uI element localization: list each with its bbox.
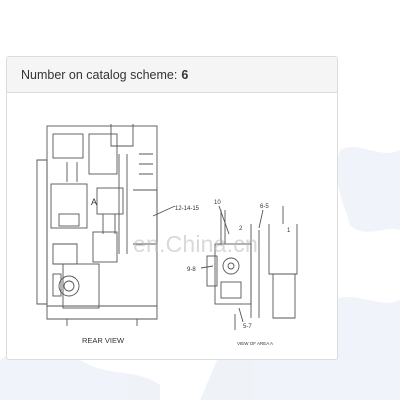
watermark-text: en.China.cn (133, 231, 258, 257)
callout-9-8: 9-8 (187, 267, 196, 273)
engine-block (46, 125, 158, 307)
panel-heading: Number on catalog scheme: 6 (7, 57, 337, 93)
scheme-number-label: Number on catalog scheme: (21, 67, 178, 82)
callout-5-7: 5-7 (243, 324, 252, 330)
callout-a: A (91, 197, 97, 207)
view-of-area-label: VIEW OF AREA A (237, 341, 273, 346)
callout-12-14-15: 12-14-15 (175, 206, 200, 212)
callout-6-5: 6-5 (260, 204, 269, 210)
catalog-scheme-panel: Number on catalog scheme: 6 (6, 56, 338, 360)
callout-10: 10 (214, 200, 221, 206)
rear-view-label: REAR VIEW (82, 336, 125, 345)
scheme-number-value: 6 (181, 67, 189, 82)
engine-parts-diagram: A 12-14-15 10 6-5 2 1 9-8 5-7 VIEW OF AR… (36, 124, 298, 346)
callout-2: 2 (239, 226, 243, 232)
callout-1: 1 (287, 228, 291, 234)
